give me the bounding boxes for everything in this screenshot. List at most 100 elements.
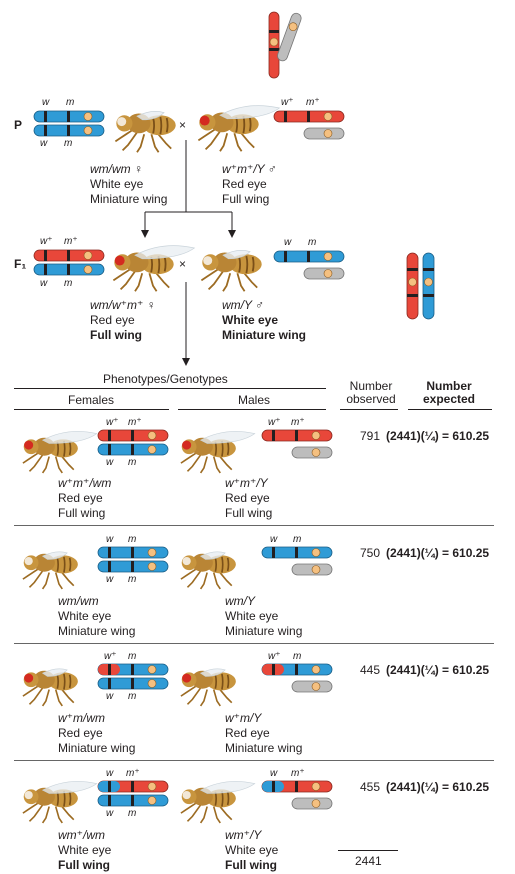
row4-male-genotype: wm⁺/Y <box>225 828 262 842</box>
row1-divider <box>14 525 494 526</box>
row2-male-eye: White eye <box>225 609 279 623</box>
observed-header: Number observed <box>346 379 396 406</box>
f1-male-top-allele-w: w <box>284 237 292 248</box>
p-female-top-allele-w: w <box>42 97 50 108</box>
f1-female-top-allele-w: w⁺ <box>40 236 53 247</box>
row2-female-bottom-allele-w: w <box>106 574 114 585</box>
f1-female-genotype: wm/w⁺m⁺ ♀ <box>90 298 156 312</box>
row1-female-wing: Full wing <box>58 506 106 520</box>
row1-female-genotype: w⁺m⁺/wm <box>58 476 112 490</box>
row4-male-top-allele-w: w <box>270 768 278 779</box>
row3-male-eye: Red eye <box>225 726 270 740</box>
row4-female-top-allele-m: m⁺ <box>126 768 140 779</box>
row2-female-wing: Miniature wing <box>58 624 136 638</box>
row1-male-top-allele-m: m⁺ <box>291 417 305 428</box>
row1-female-chromosome-pair <box>97 429 169 456</box>
f1-female-eye: Red eye <box>90 313 135 327</box>
row3-female-eye: Red eye <box>58 726 103 740</box>
row4-female-wing: Full wing <box>58 858 110 872</box>
row4-female-top-allele-w: w <box>106 768 114 779</box>
row2-female-chromosome-pair <box>97 546 169 573</box>
p-female-top-allele-m: m <box>66 97 75 108</box>
p-female-fly-image <box>114 111 177 154</box>
row3-female-fly-image <box>22 668 79 707</box>
f1-female-bottom-allele-w: w <box>40 278 48 289</box>
p-cross-symbol: × <box>179 118 187 132</box>
f1-female-wing: Full wing <box>90 328 142 342</box>
table-group-header: Phenotypes/Genotypes <box>103 372 228 386</box>
row4-female-chromosome-pair <box>97 780 169 807</box>
males-header: Males <box>238 393 271 407</box>
row3-divider <box>14 760 494 761</box>
p-male-top-allele-m: m⁺ <box>306 97 320 108</box>
row2-female-fly-image <box>22 551 79 590</box>
top-chromosome-icon <box>268 11 302 79</box>
row3-male-fly-image <box>180 668 237 707</box>
row4-male-wing: Full wing <box>225 858 277 872</box>
row1-female-eye: Red eye <box>58 491 103 505</box>
f1-female-bottom-allele-m: m <box>64 278 73 289</box>
f1-male-wing: Miniature wing <box>222 328 306 342</box>
header-rule-group <box>14 388 326 389</box>
row1-male-chromosome-pair <box>261 429 333 459</box>
row2-male-wing: Miniature wing <box>225 624 303 638</box>
p-female-bottom-allele-m: m <box>64 138 73 149</box>
row2-female-top-allele-m: m <box>128 534 137 545</box>
p-female-bottom-allele-w: w <box>40 138 48 149</box>
row4-male-eye: White eye <box>225 843 279 857</box>
row4-male-chromosome-pair <box>261 780 333 810</box>
row2-observed: 750 <box>359 546 380 560</box>
row3-male-genotype: w⁺m/Y <box>225 711 262 725</box>
row4-female-eye: White eye <box>58 843 112 857</box>
f1-male-top-allele-m: m <box>308 237 317 248</box>
row4-male-fly-image <box>180 781 256 824</box>
row1-female-top-allele-w: w⁺ <box>106 417 119 428</box>
row4-female-bottom-allele-m: m <box>128 808 137 819</box>
row3-female-top-allele-m: m <box>128 651 137 662</box>
header-rule-expected <box>408 409 492 410</box>
f1-female-chromosome-pair <box>33 249 105 276</box>
f1-male-eye: White eye <box>222 313 279 327</box>
row2-female-eye: White eye <box>58 609 112 623</box>
row2-female-genotype: wm/wm <box>58 594 99 608</box>
row1-expected: (2441)(¼) = 610.25 <box>386 429 490 443</box>
row3-female-genotype: w⁺m/wm <box>58 711 105 725</box>
f1-male-fly-image <box>200 250 263 293</box>
row4-female-genotype: wm⁺/wm <box>58 828 105 842</box>
row2-male-top-allele-m: m <box>293 534 302 545</box>
row3-expected: (2441)(¼) = 610.25 <box>386 663 490 677</box>
row3-male-top-allele-w: w⁺ <box>268 651 281 662</box>
row2-male-genotype: wm/Y <box>225 594 255 608</box>
header-rule-females <box>14 409 169 410</box>
p-female-eye: White eye <box>90 177 144 191</box>
females-header: Females <box>68 393 115 407</box>
p-female-genotype: wm/wm ♀ <box>90 162 143 176</box>
f1-generation-label: F₁ <box>14 257 27 271</box>
row1-male-fly-image <box>180 431 256 474</box>
row4-expected: (2441)(¼) = 610.25 <box>386 780 490 794</box>
header-rule-males <box>178 409 326 410</box>
row3-observed: 445 <box>359 663 380 677</box>
p-male-top-allele-w: w⁺ <box>281 97 294 108</box>
row1-male-eye: Red eye <box>225 491 270 505</box>
expected-header: Number expected <box>422 379 476 406</box>
row2-male-chromosome-pair <box>261 546 333 576</box>
observed-total: 2441 <box>355 854 382 868</box>
row1-male-wing: Full wing <box>225 506 273 520</box>
p-male-chromosome-pair <box>273 110 345 140</box>
row3-female-bottom-allele-w: w <box>106 691 114 702</box>
row1-male-genotype: w⁺m⁺/Y <box>225 476 268 490</box>
total-rule <box>338 850 398 851</box>
row2-male-fly-image <box>180 551 237 590</box>
row3-male-wing: Miniature wing <box>225 741 303 755</box>
row1-observed: 791 <box>359 429 380 443</box>
row1-female-bottom-allele-w: w <box>106 457 114 468</box>
p-male-wing: Full wing <box>222 192 270 206</box>
row1-female-fly-image <box>22 431 98 474</box>
p-male-genotype: w⁺m⁺/Y ♂ <box>222 162 277 176</box>
row1-female-bottom-allele-m: m <box>128 457 137 468</box>
f1-female-fly-image <box>112 245 195 293</box>
row2-expected: (2441)(¼) = 610.25 <box>386 546 490 560</box>
f1-side-chromosome-icon <box>406 252 435 320</box>
row2-divider <box>14 643 494 644</box>
